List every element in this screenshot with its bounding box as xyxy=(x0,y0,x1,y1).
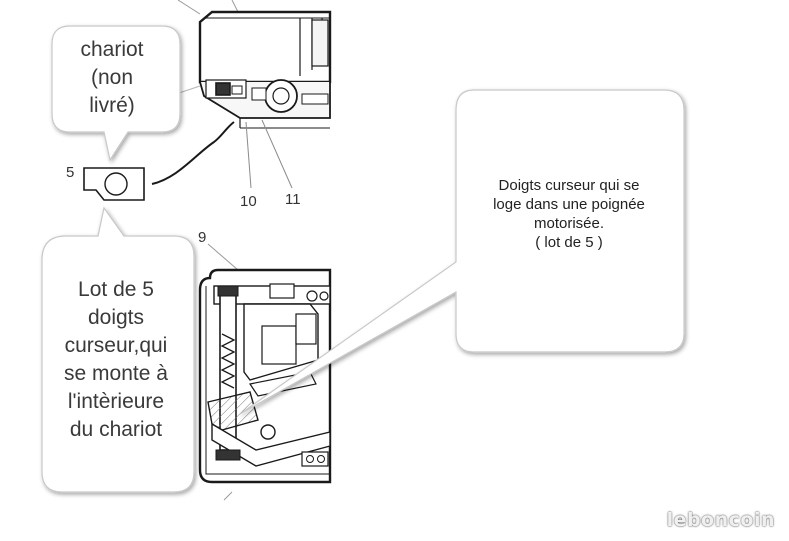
callout-line: chariot xyxy=(80,38,144,61)
callout-text-doigts: Doigts curseur qui se loge dans une poig… xyxy=(462,176,676,252)
callout-bubble-chariot xyxy=(51,25,181,162)
callout-line: se monte à xyxy=(64,362,168,385)
callout-line: du chariot xyxy=(69,418,163,441)
callout-text-lot: Lot de 5 doigts curseur,qui se monte à l… xyxy=(45,276,187,444)
part-5-cursor-finger xyxy=(83,121,235,201)
callout-text-chariot: chariot (non livré) xyxy=(52,36,172,120)
part-label-11: 11 xyxy=(285,191,301,208)
callout-line: ( lot de 5 ) xyxy=(535,234,603,251)
callout-line: doigts xyxy=(87,306,145,329)
callout-line: (non xyxy=(90,66,134,89)
callout-line: curseur,qui xyxy=(64,334,168,357)
part-label-9: 9 xyxy=(198,229,206,246)
part-label-10: 10 xyxy=(240,193,257,210)
callout-line: Doigts curseur qui se xyxy=(498,177,640,194)
upper-carriage-assembly xyxy=(169,0,332,189)
callout-bubble-doigts xyxy=(239,89,685,415)
callout-line: Lot de 5 xyxy=(78,278,154,301)
part-label-5: 5 xyxy=(66,164,74,181)
callout-line: loge dans une poignée xyxy=(493,196,645,213)
callout-line: livré) xyxy=(89,94,135,117)
callout-line: l'intèrieure xyxy=(67,390,165,413)
lower-carriage-assembly xyxy=(198,243,332,501)
callout-bubble-lot xyxy=(41,206,195,493)
leboncoin-watermark: leboncoin xyxy=(666,509,775,531)
callout-line: motorisée. xyxy=(533,215,605,232)
